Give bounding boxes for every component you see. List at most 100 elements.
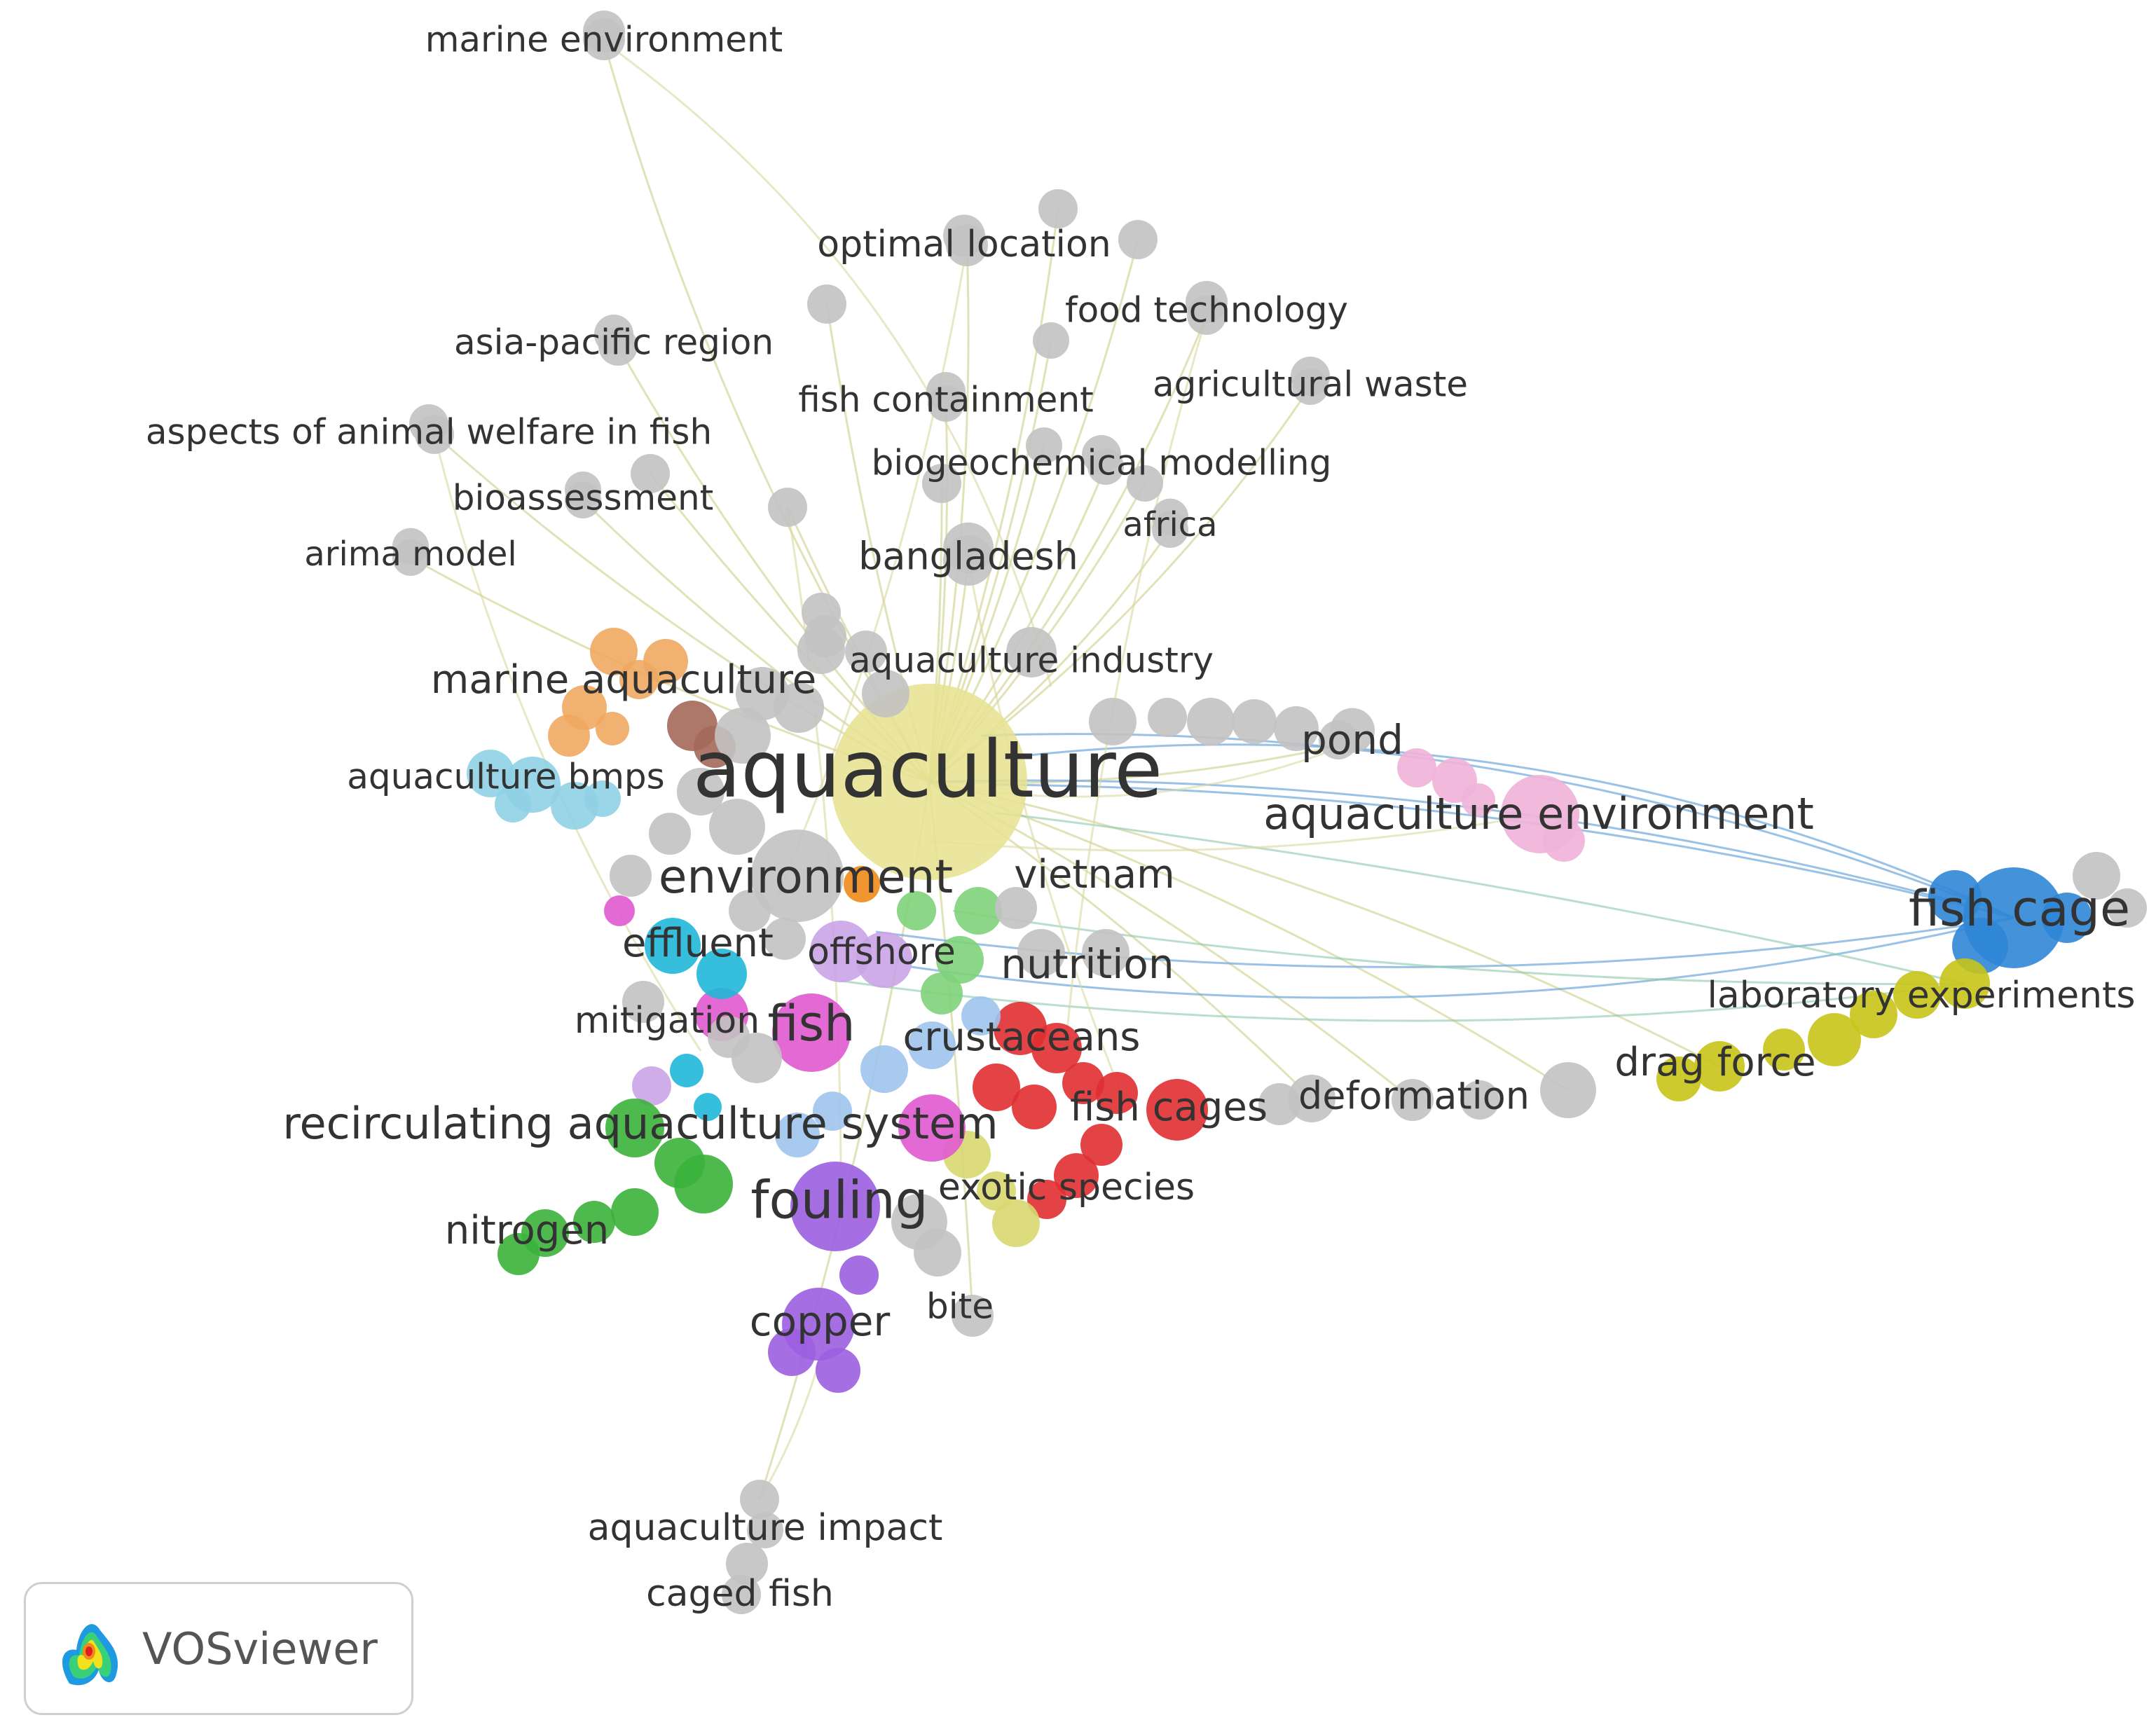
network-node[interactable]	[696, 949, 747, 999]
network-node[interactable]	[708, 1016, 750, 1058]
network-node[interactable]	[1656, 1057, 1701, 1101]
network-node[interactable]	[715, 708, 771, 764]
network-node[interactable]	[1397, 748, 1436, 787]
network-node[interactable]	[1543, 820, 1585, 862]
node-aquaculture-industry[interactable]	[1006, 627, 1057, 677]
network-node[interactable]	[774, 682, 824, 733]
network-node[interactable]	[747, 1512, 783, 1548]
network-node[interactable]	[992, 1199, 1040, 1247]
label-effluent[interactable]: effluent	[622, 921, 774, 966]
label-mitigation[interactable]: mitigation	[575, 1000, 760, 1042]
network-node[interactable]	[677, 768, 725, 816]
network-node[interactable]	[810, 921, 872, 982]
network-node[interactable]	[1054, 1153, 1099, 1198]
network-node[interactable]	[961, 996, 1001, 1035]
label-vietnam[interactable]: vietnam	[1014, 852, 1174, 897]
network-node[interactable]	[831, 684, 1027, 880]
network-node[interactable]	[596, 712, 629, 745]
network-node[interactable]	[768, 488, 807, 527]
network-node[interactable]	[590, 628, 638, 675]
network-node[interactable]	[751, 830, 844, 922]
network-node[interactable]	[1148, 698, 1187, 737]
network-node[interactable]	[1462, 783, 1495, 817]
network-node[interactable]	[856, 932, 912, 988]
network-node[interactable]	[1258, 1083, 1300, 1125]
label-aquaculture-environment[interactable]: aquaculture environment	[1263, 788, 1814, 839]
network-node[interactable]	[740, 1480, 779, 1519]
network-node[interactable]	[631, 454, 670, 493]
node-fish-containment[interactable]	[926, 372, 966, 411]
label-bangladesh[interactable]: bangladesh	[858, 535, 1078, 579]
network-node[interactable]	[670, 1054, 703, 1087]
network-node[interactable]	[2042, 893, 2092, 943]
network-node[interactable]	[1080, 1124, 1122, 1166]
label-drag-force[interactable]: drag force	[1614, 1040, 1815, 1085]
network-node[interactable]	[1096, 1072, 1138, 1114]
network-node[interactable]	[807, 284, 846, 324]
network-node[interactable]	[908, 1021, 956, 1069]
network-node[interactable]	[995, 887, 1037, 929]
network-node[interactable]	[1274, 706, 1319, 751]
label-aquaculture-industry[interactable]: aquaculture industry	[849, 640, 1214, 681]
network-node[interactable]	[1038, 189, 1078, 228]
label-fish[interactable]: fish	[768, 995, 856, 1052]
network-node[interactable]	[936, 936, 984, 984]
network-node[interactable]	[1082, 929, 1130, 977]
network-node[interactable]	[632, 1066, 671, 1106]
network-node[interactable]	[790, 1162, 880, 1251]
network-node[interactable]	[611, 1188, 659, 1236]
node-biogeochemical-modelling[interactable]	[1082, 435, 1121, 474]
network-node[interactable]	[1031, 1023, 1082, 1073]
network-node[interactable]	[977, 1171, 1016, 1211]
label-aquaculture[interactable]: aquaculture	[693, 724, 1162, 816]
network-node[interactable]	[775, 1113, 820, 1157]
node-bangladesh[interactable]	[943, 522, 994, 573]
network-node[interactable]	[897, 891, 936, 930]
label-laboratory-experiments[interactable]: laboratory experiments	[1707, 975, 2135, 1017]
network-node[interactable]	[1146, 1079, 1208, 1141]
network-node[interactable]	[1540, 1062, 1596, 1118]
label-asia-pacific-region[interactable]: asia-pacific region	[454, 322, 774, 363]
label-aquaculture-impact[interactable]: aquaculture impact	[588, 1507, 943, 1549]
label-pond[interactable]: pond	[1301, 716, 1403, 764]
network-node[interactable]	[1850, 991, 1897, 1038]
network-node[interactable]	[844, 866, 880, 902]
network-node[interactable]	[1392, 1079, 1434, 1121]
network-node[interactable]	[1027, 1180, 1066, 1219]
network-node[interactable]	[922, 464, 961, 503]
network-node[interactable]	[816, 1348, 860, 1393]
network-node[interactable]	[548, 715, 590, 757]
network-node[interactable]	[2108, 888, 2147, 928]
node-pond[interactable]	[1330, 708, 1375, 753]
network-node[interactable]	[768, 1328, 816, 1376]
network-node[interactable]	[813, 1092, 852, 1131]
network-node[interactable]	[605, 1099, 664, 1157]
node-bioassessment[interactable]	[565, 472, 601, 508]
network-node[interactable]	[619, 660, 659, 699]
network-node[interactable]	[1288, 1075, 1336, 1122]
label-marine-aquaculture[interactable]: marine aquaculture	[431, 657, 816, 703]
network-node[interactable]	[604, 895, 635, 926]
network-node[interactable]	[839, 1255, 879, 1295]
node-agricultural-waste[interactable]	[1291, 357, 1330, 396]
label-biogeochemical-modelling[interactable]: biogeochemical modelling	[872, 443, 1332, 483]
node-food-technology[interactable]	[1186, 281, 1228, 323]
node-marine-environment[interactable]	[583, 11, 625, 53]
label-fish-cages[interactable]: fish cages	[1070, 1085, 1268, 1130]
network-node[interactable]	[729, 890, 771, 932]
label-optimal-location[interactable]: optimal location	[817, 223, 1111, 266]
network-node[interactable]	[622, 981, 664, 1023]
network-node[interactable]	[1232, 699, 1277, 744]
network-node[interactable]	[497, 1233, 540, 1275]
label-agricultural-waste[interactable]: agricultural waste	[1153, 364, 1468, 405]
network-node[interactable]	[954, 887, 1002, 935]
network-node[interactable]	[952, 1295, 994, 1337]
label-recirculating-aquaculture-system[interactable]: recirculating aquaculture system	[282, 1098, 998, 1149]
node-arima-model[interactable]	[392, 528, 429, 565]
label-nutrition[interactable]: nutrition	[1001, 940, 1174, 988]
network-node[interactable]	[1187, 698, 1235, 745]
network-node[interactable]	[1694, 1041, 1745, 1092]
label-deformation[interactable]: deformation	[1298, 1074, 1530, 1118]
